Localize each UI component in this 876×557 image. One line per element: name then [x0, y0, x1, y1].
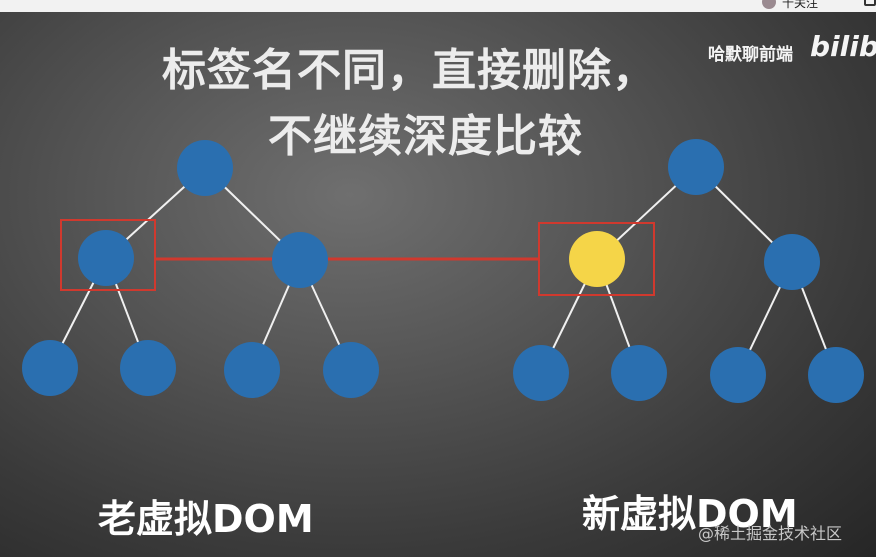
top-bar: 十关注: [0, 0, 876, 12]
old-leaf-node: [120, 340, 176, 396]
old-highlight-box: [60, 219, 156, 291]
new-tree-nodes: [513, 139, 864, 403]
old-root-node: [177, 140, 233, 196]
new-highlight-box: [538, 222, 655, 296]
new-changed-node: [569, 231, 625, 287]
new-leaf-node: [611, 345, 667, 401]
title-line-2: 不继续深度比较: [268, 111, 583, 162]
menu-icon[interactable]: [864, 0, 876, 6]
new-leaf-node: [513, 345, 569, 401]
new-root-node: [668, 139, 724, 195]
old-leaf-node: [22, 340, 78, 396]
avatar[interactable]: [762, 0, 776, 9]
channel-watermark: 哈默聊前端: [708, 45, 793, 65]
new-dom-label: 新虚拟DOM: [582, 492, 798, 536]
old-child-node: [78, 230, 134, 286]
new-leaf-node: [808, 347, 864, 403]
bilibili-logo: bilibili: [810, 30, 876, 63]
old-dom-label: 老虚拟DOM: [98, 497, 314, 541]
credit-watermark: @稀土掘金技术社区: [698, 524, 843, 543]
title-line-1: 标签名不同，直接删除，: [162, 45, 657, 96]
old-leaf-node: [323, 342, 379, 398]
old-tree-nodes: [22, 140, 379, 398]
new-leaf-node: [710, 347, 766, 403]
new-child-node: [764, 234, 820, 290]
follow-button[interactable]: 十关注: [782, 0, 819, 10]
old-leaf-node: [224, 342, 280, 398]
old-child-node: [272, 232, 328, 288]
